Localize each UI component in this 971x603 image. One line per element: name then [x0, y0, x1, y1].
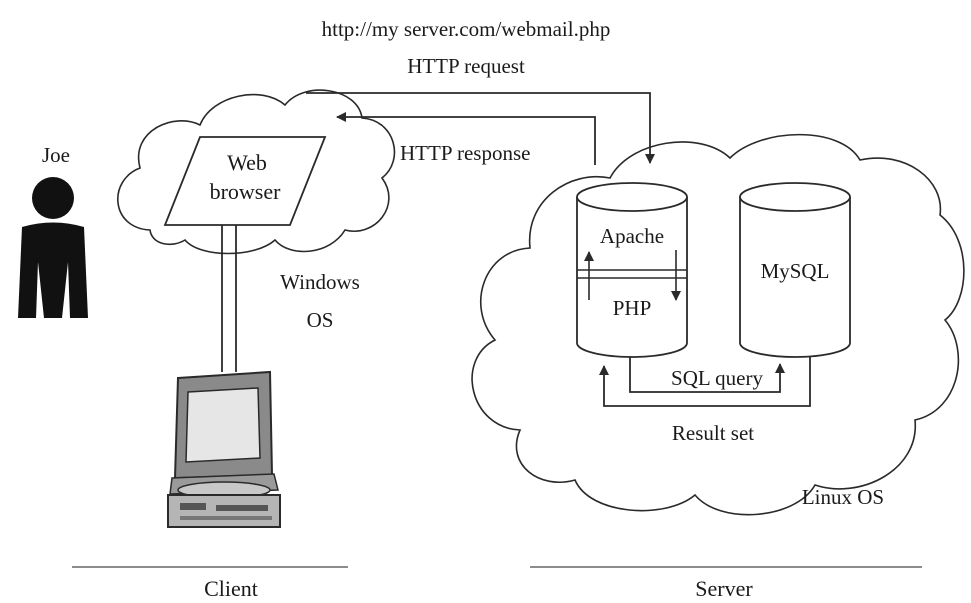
http-response-arrow [336, 112, 596, 165]
user-person-icon [18, 177, 88, 318]
desktop-computer-icon [167, 370, 281, 528]
client-section-label: Client [204, 576, 258, 601]
mysql-label: MySQL [761, 259, 830, 283]
php-label: PHP [613, 296, 652, 320]
http-request-label: HTTP request [407, 54, 525, 78]
request-url-label: http://my server.com/webmail.php [322, 17, 611, 41]
server-cloud [471, 133, 965, 516]
apache-label: Apache [600, 224, 664, 248]
apache-php-cylinder [576, 182, 688, 358]
http-request-arrow [306, 92, 655, 164]
mysql-cylinder [739, 182, 851, 358]
sql-query-label: SQL query [671, 366, 763, 390]
windows-os-label-line2: OS [307, 308, 334, 332]
server-section-label: Server [695, 576, 753, 601]
user-name-label: Joe [42, 143, 70, 167]
http-response-label: HTTP response [400, 141, 530, 165]
web-browser-box [163, 136, 327, 226]
result-set-label: Result set [672, 421, 754, 445]
browser-label-line1: Web [227, 150, 267, 175]
sql-query-arrow [629, 357, 785, 393]
browser-label-line2: browser [210, 179, 282, 204]
windows-os-label-line1: Windows [280, 270, 360, 294]
result-set-arrow [599, 357, 811, 407]
linux-os-label: Linux OS [802, 485, 884, 509]
